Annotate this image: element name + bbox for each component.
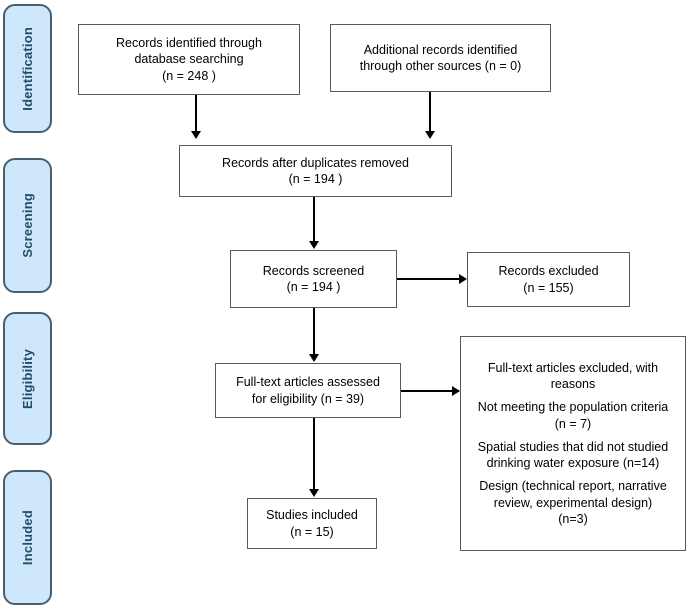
stage-pill-included: Included: [3, 470, 52, 605]
box-line: (n = 7): [554, 416, 592, 431]
box-line: (n = 194 ): [286, 280, 341, 294]
box-line: for eligibility (n = 39): [251, 391, 365, 406]
arrowhead-database-to-duplicates: [191, 131, 201, 139]
arrowhead-fulltext-to-included: [309, 489, 319, 497]
excluded-reason-heading: Full-text articles excluded, with reason…: [467, 360, 679, 393]
box-line: Studies included: [266, 508, 358, 523]
connector-other-sources-to-duplicates: [429, 92, 431, 133]
box-line: (n=3): [558, 511, 588, 526]
box-line: (n = 194 ): [288, 172, 343, 186]
box-line: Records identified through: [116, 36, 262, 51]
box-records-excluded: Records excluded (n = 155): [467, 252, 630, 307]
excluded-reason-1: Not meeting the population criteria (n =…: [478, 399, 668, 432]
box-additional-records-other-sources: Additional records identified through ot…: [330, 24, 551, 92]
connector-duplicates-to-screened: [313, 197, 315, 242]
stage-pill-eligibility: Eligibility: [3, 312, 52, 445]
connector-screened-to-excluded: [397, 278, 461, 280]
box-records-after-duplicates-removed: Records after duplicates removed (n = 19…: [179, 145, 452, 197]
connector-database-to-duplicates: [195, 95, 197, 133]
stage-label-included: Included: [20, 509, 35, 566]
box-fulltext-assessed: Full-text articles assessed for eligibil…: [215, 363, 401, 418]
box-line: Spatial studies that did not studied dri…: [477, 439, 669, 471]
box-line: (n = 15): [290, 524, 334, 539]
connector-screened-to-fulltext: [313, 308, 315, 355]
box-line: through other sources (n = 0): [359, 59, 522, 73]
box-line: Records excluded: [498, 264, 599, 279]
box-line: database searching: [134, 52, 244, 67]
stage-pill-identification: Identification: [3, 4, 52, 133]
stage-label-identification: Identification: [20, 26, 35, 111]
box-line: Full-text articles excluded, with reason…: [487, 360, 659, 392]
box-records-identified-database: Records identified through database sear…: [78, 24, 300, 95]
arrowhead-screened-to-excluded: [459, 274, 467, 284]
stage-label-eligibility: Eligibility: [20, 348, 35, 409]
arrowhead-other-sources-to-duplicates: [425, 131, 435, 139]
box-line: Records after duplicates removed: [222, 155, 409, 170]
arrowhead-screened-to-fulltext: [309, 354, 319, 362]
excluded-reason-3: Design (technical report, narrative revi…: [467, 478, 679, 527]
connector-fulltext-to-excluded-reasons: [401, 390, 459, 392]
box-line: Not meeting the population criteria: [477, 400, 669, 415]
box-fulltext-excluded-with-reasons: Full-text articles excluded, with reason…: [460, 336, 686, 551]
stage-pill-screening: Screening: [3, 158, 52, 293]
box-line: (n = 155): [523, 280, 574, 295]
box-records-screened: Records screened (n = 194 ): [230, 250, 397, 308]
box-line: Design (technical report, narrative revi…: [479, 479, 667, 510]
box-line: Full-text articles assessed: [236, 375, 380, 390]
arrowhead-fulltext-to-excluded-reasons: [452, 386, 460, 396]
box-studies-included: Studies included (n = 15): [247, 498, 377, 549]
connector-fulltext-to-included: [313, 418, 315, 490]
stage-label-screening: Screening: [20, 193, 35, 258]
excluded-reason-2: Spatial studies that did not studied dri…: [467, 439, 679, 472]
arrowhead-duplicates-to-screened: [309, 241, 319, 249]
box-line: Records screened: [262, 263, 365, 278]
box-line: (n = 248 ): [162, 68, 216, 83]
box-line: Additional records identified: [363, 42, 518, 57]
